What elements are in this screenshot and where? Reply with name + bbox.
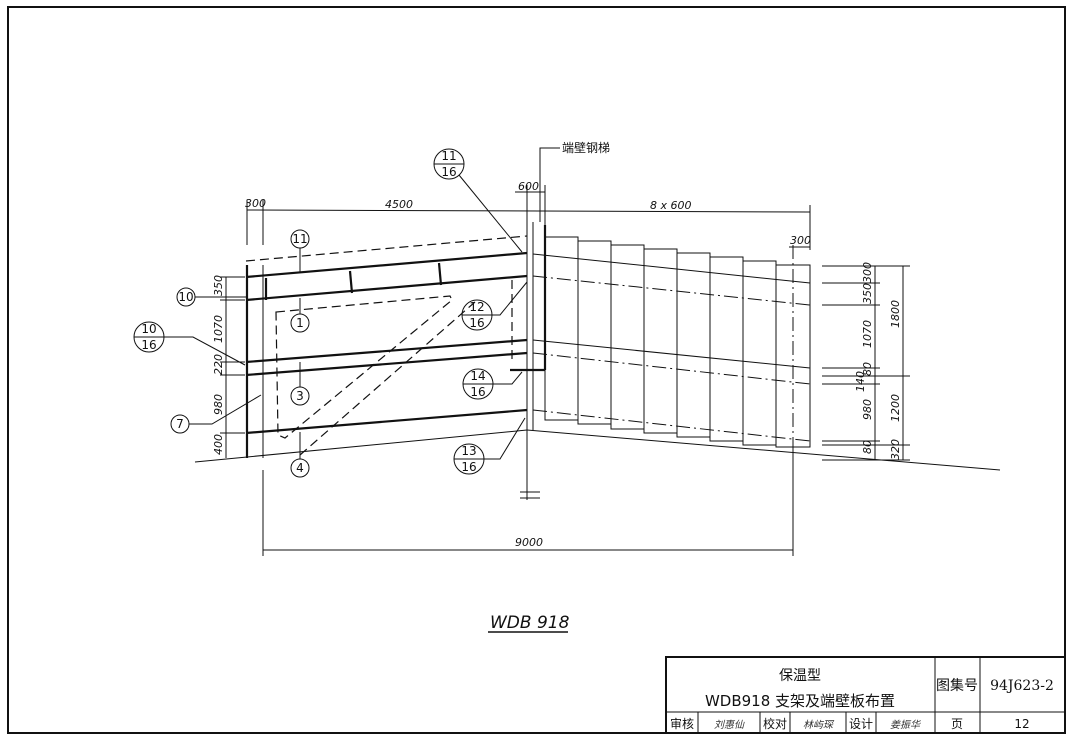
- dim-left-220: 220: [212, 354, 225, 375]
- dim-right-350: 350: [861, 283, 874, 304]
- callout-1: 1: [296, 316, 304, 330]
- dim-left-1070: 1070: [212, 315, 225, 343]
- callout-13-16-bottom: 16: [461, 460, 476, 474]
- title-main: WDB918 支架及端壁板布置: [705, 692, 895, 710]
- page-number: 12: [1014, 717, 1029, 731]
- end-wall-panels: [532, 236, 811, 450]
- dimensions: 300 4500 600 8 x 600 300 端壁钢梯 350 1070 2…: [212, 140, 910, 556]
- dim-left-350: 350: [212, 275, 225, 296]
- callout-3: 3: [296, 389, 304, 403]
- drawing-title: WDB 918: [490, 613, 570, 633]
- check-signature: 林屿琛: [803, 719, 835, 731]
- callout-11-16-bottom: 16: [441, 165, 456, 179]
- dim-right-1800: 1800: [889, 300, 902, 328]
- dim-300-left: 300: [245, 197, 266, 210]
- dim-right-300: 300: [861, 262, 874, 283]
- dim-right-80a: 80: [861, 362, 874, 376]
- callout-13-16-top: 13: [461, 444, 476, 458]
- atlas-number: 94J623-2: [990, 678, 1054, 694]
- callout-7: 7: [176, 417, 184, 431]
- callout-11-16-top: 11: [441, 149, 456, 163]
- callout-12-16-bottom: 16: [469, 316, 484, 330]
- callout-10: 10: [178, 290, 193, 304]
- review-signature: 刘惠仙: [714, 719, 745, 731]
- title-block: 保温型 WDB918 支架及端壁板布置 图集号 94J623-2 审核 刘惠仙 …: [665, 656, 1066, 734]
- dim-right-140: 140: [854, 371, 867, 392]
- callouts: 11 16 11 10 10 16 7 1 3 4 12 16: [133, 148, 528, 478]
- dim-300-right: 300: [790, 234, 811, 247]
- dim-right-80b: 80: [861, 440, 874, 454]
- check-label: 校对: [763, 716, 787, 731]
- dim-right-320: 320: [889, 439, 902, 460]
- callout-12-16-top: 12: [469, 300, 484, 314]
- atlas-label: 图集号: [936, 677, 978, 694]
- callout-14-16-top: 14: [470, 369, 485, 383]
- review-label: 审核: [670, 716, 694, 731]
- page-label: 页: [951, 717, 963, 731]
- dim-4500: 4500: [385, 198, 413, 211]
- frame-elevation: [194, 222, 1001, 500]
- sheet-border: [7, 6, 1066, 734]
- dim-600: 600: [518, 180, 539, 193]
- title-subtitle: 保温型: [779, 668, 821, 684]
- ladder-label: 端壁钢梯: [562, 140, 610, 155]
- design-label: 设计: [849, 717, 873, 731]
- dim-9000: 9000: [515, 536, 543, 549]
- dim-right-980: 980: [861, 399, 874, 420]
- callout-10-16-top: 10: [141, 322, 156, 336]
- dim-left-400: 400: [212, 434, 225, 455]
- dim-right-1070: 1070: [861, 320, 874, 348]
- callout-4: 4: [296, 461, 304, 475]
- dim-8x600: 8 x 600: [650, 199, 692, 212]
- callout-14-16-bottom: 16: [470, 385, 485, 399]
- design-signature: 姜振华: [890, 719, 921, 731]
- dim-left-980: 980: [212, 394, 225, 415]
- dim-right-1200: 1200: [889, 394, 902, 422]
- callout-11: 11: [292, 232, 307, 246]
- callout-10-16-bottom: 16: [141, 338, 156, 352]
